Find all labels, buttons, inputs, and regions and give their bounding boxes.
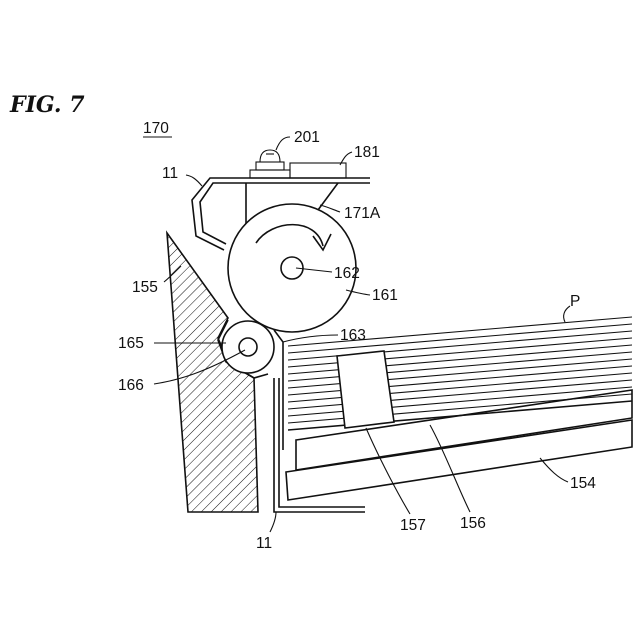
small-roller-axis	[239, 338, 257, 356]
label-plate: 181	[354, 144, 380, 161]
label-screw: 201	[294, 129, 320, 146]
label-plate-156: 156	[460, 515, 486, 532]
assembly-ref-label: 170	[143, 120, 169, 137]
label-bracket: 171A	[344, 205, 381, 222]
screw-base	[256, 162, 284, 170]
label-roller-axis: 162	[334, 265, 360, 282]
label-small-roller: 165	[118, 335, 144, 352]
label-frame-top: 11	[162, 165, 178, 182]
leader-11-top	[186, 175, 202, 186]
label-roller: 161	[372, 287, 398, 304]
plate-181	[290, 163, 346, 178]
label-small-roller-axis: 166	[118, 377, 144, 394]
label-guide: 163	[340, 327, 366, 344]
mount-block	[250, 170, 290, 178]
leader-201	[276, 137, 290, 150]
leader-154	[540, 458, 568, 482]
leader-163	[283, 335, 338, 342]
leader-171a	[320, 205, 340, 212]
figure-title: FIG. 7	[9, 92, 85, 118]
leader-11-bottom	[270, 512, 276, 532]
block-157	[337, 351, 394, 428]
label-paper: P	[570, 293, 580, 310]
label-tray: 154	[570, 475, 596, 492]
label-wall: 155	[132, 279, 158, 296]
label-frame-bottom: 11	[256, 535, 272, 552]
screw-head	[260, 150, 280, 162]
label-block: 157	[400, 517, 426, 534]
